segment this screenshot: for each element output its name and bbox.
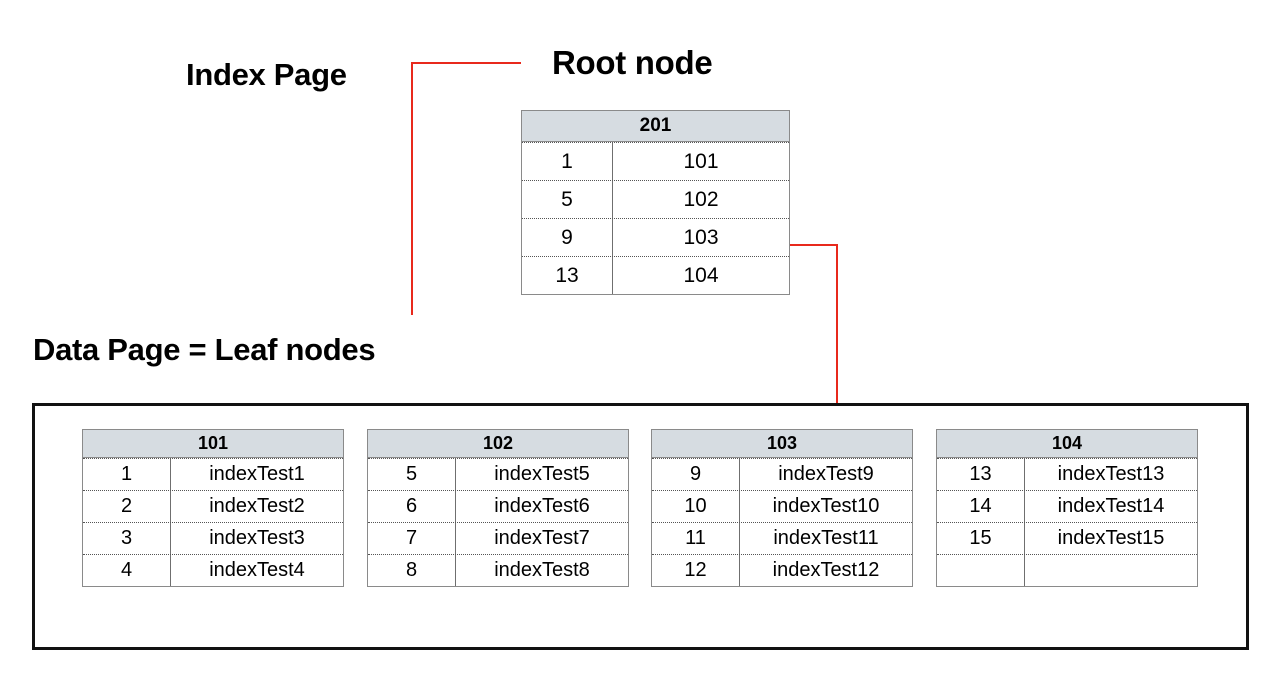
leaf-node-table: 104 13 indexTest13 14 indexTest14 15 ind… xyxy=(936,429,1198,587)
leaf-node-table: 102 5 indexTest5 6 indexTest6 7 indexTes… xyxy=(367,429,629,587)
leaf-row-key: 8 xyxy=(368,555,456,586)
leaf-row-value xyxy=(1025,555,1197,586)
table-row: 8 indexTest8 xyxy=(368,554,628,586)
index-page-label: Index Page xyxy=(186,57,347,92)
leaf-node-table: 101 1 indexTest1 2 indexTest2 3 indexTes… xyxy=(82,429,344,587)
leaf-node-page-id: 101 xyxy=(83,430,343,458)
root-to-leaf-connector-horizontal xyxy=(790,244,838,246)
leaf-row-key: 1 xyxy=(83,459,171,490)
leaf-row-key: 12 xyxy=(652,555,740,586)
leaf-row-value: indexTest2 xyxy=(209,495,305,517)
root-row-pointer: 101 xyxy=(683,149,719,173)
leaf-row-value: indexTest6 xyxy=(494,495,590,517)
table-row xyxy=(937,554,1197,586)
leaf-row-value: indexTest14 xyxy=(1057,495,1165,517)
table-row: 13 104 xyxy=(522,256,789,294)
leaf-node-table: 103 9 indexTest9 10 indexTest10 11 index… xyxy=(651,429,913,587)
root-row-pointer: 104 xyxy=(683,263,719,287)
index-page-connector-horizontal xyxy=(411,62,521,64)
table-row: 12 indexTest12 xyxy=(652,554,912,586)
leaf-row-key: 10 xyxy=(652,491,740,522)
table-row: 1 101 xyxy=(522,142,789,180)
leaf-row-value: indexTest12 xyxy=(772,559,880,581)
leaf-row-value: indexTest8 xyxy=(494,559,590,581)
leaf-node-page-id: 104 xyxy=(937,430,1197,458)
table-row: 5 indexTest5 xyxy=(368,458,628,490)
table-row: 2 indexTest2 xyxy=(83,490,343,522)
leaf-row-key: 5 xyxy=(368,459,456,490)
leaf-row-key: 6 xyxy=(368,491,456,522)
leaf-row-value: indexTest11 xyxy=(773,527,879,549)
data-page-label: Data Page = Leaf nodes xyxy=(33,332,376,367)
leaf-row-value: indexTest5 xyxy=(494,463,590,485)
root-node-label: Root node xyxy=(552,44,713,81)
root-row-key: 13 xyxy=(522,257,613,294)
leaf-row-key: 3 xyxy=(83,523,171,554)
table-row: 5 102 xyxy=(522,180,789,218)
leaf-row-value: indexTest7 xyxy=(494,527,590,549)
root-row-pointer: 102 xyxy=(683,187,719,211)
leaf-row-value: indexTest9 xyxy=(778,463,874,485)
leaf-row-key: 14 xyxy=(937,491,1025,522)
leaf-row-value: indexTest3 xyxy=(209,527,305,549)
leaf-row-value: indexTest10 xyxy=(772,495,880,517)
table-row: 15 indexTest15 xyxy=(937,522,1197,554)
root-row-key: 1 xyxy=(522,143,613,180)
leaf-row-key: 9 xyxy=(652,459,740,490)
leaf-row-key: 15 xyxy=(937,523,1025,554)
table-row: 4 indexTest4 xyxy=(83,554,343,586)
leaf-node-page-id: 102 xyxy=(368,430,628,458)
root-row-key: 5 xyxy=(522,181,613,218)
table-row: 6 indexTest6 xyxy=(368,490,628,522)
table-row: 7 indexTest7 xyxy=(368,522,628,554)
leaf-node-page-id: 103 xyxy=(652,430,912,458)
leaf-row-key: 4 xyxy=(83,555,171,586)
table-row: 3 indexTest3 xyxy=(83,522,343,554)
leaf-row-value: indexTest1 xyxy=(209,463,305,485)
table-row: 10 indexTest10 xyxy=(652,490,912,522)
table-row: 14 indexTest14 xyxy=(937,490,1197,522)
leaf-row-value: indexTest4 xyxy=(209,559,305,581)
root-node-page-id: 201 xyxy=(522,111,789,142)
leaf-row-value: indexTest15 xyxy=(1057,527,1165,549)
leaf-row-key: 7 xyxy=(368,523,456,554)
index-page-connector-vertical xyxy=(411,62,413,315)
table-row: 13 indexTest13 xyxy=(937,458,1197,490)
table-row: 9 103 xyxy=(522,218,789,256)
root-row-pointer: 103 xyxy=(683,225,719,249)
leaf-row-key: 11 xyxy=(652,523,740,554)
leaf-row-key: 2 xyxy=(83,491,171,522)
leaf-row-value: indexTest13 xyxy=(1057,463,1165,485)
leaf-row-key: 13 xyxy=(937,459,1025,490)
root-row-key: 9 xyxy=(522,219,613,256)
table-row: 11 indexTest11 xyxy=(652,522,912,554)
root-to-leaf-connector-vertical xyxy=(836,244,838,421)
leaf-row-key xyxy=(937,555,1025,586)
table-row: 1 indexTest1 xyxy=(83,458,343,490)
root-node-table: 201 1 101 5 102 9 103 13 104 xyxy=(521,110,790,295)
table-row: 9 indexTest9 xyxy=(652,458,912,490)
